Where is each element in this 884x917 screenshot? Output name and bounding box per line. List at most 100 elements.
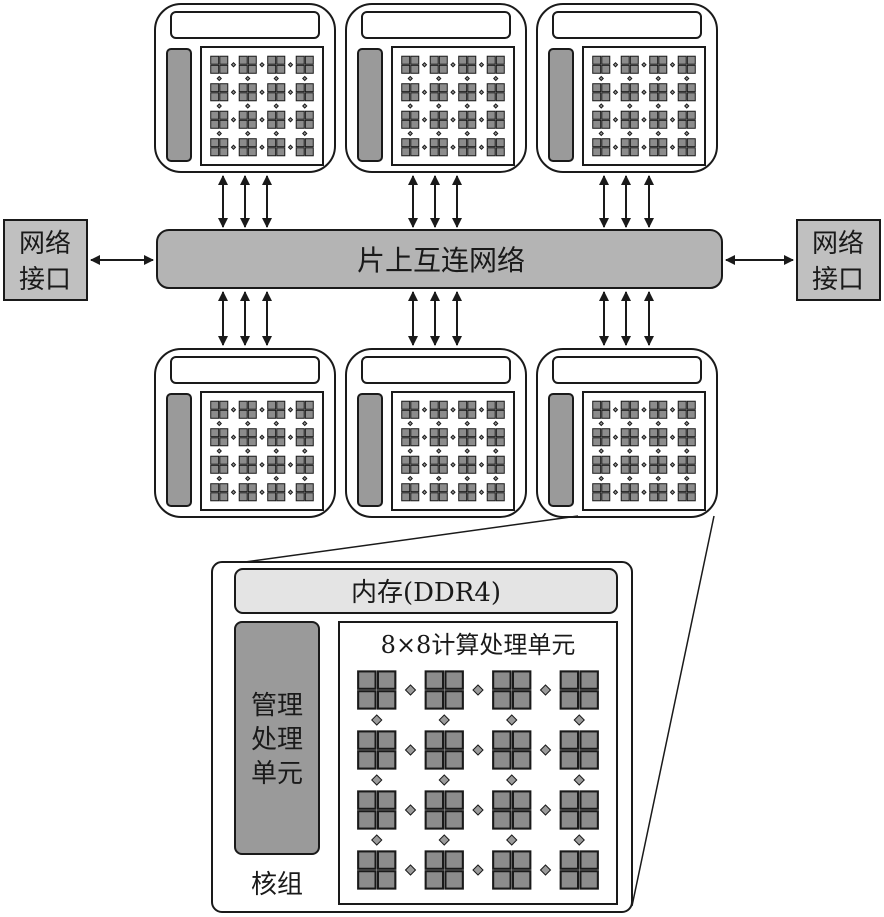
small-cpe-square	[401, 483, 411, 493]
small-cpe-square	[658, 464, 668, 474]
small-cluster	[486, 138, 505, 157]
detail-link-node	[506, 834, 518, 846]
small-cpe-square	[304, 455, 314, 465]
small-cpe-square	[438, 138, 448, 148]
small-link-node	[230, 434, 237, 440]
small-cluster	[458, 428, 477, 447]
small-cpe-square	[592, 437, 602, 447]
small-cpe-square	[467, 92, 477, 102]
detail-cluster	[492, 670, 532, 710]
small-cpe-square	[429, 119, 439, 129]
small-cpe-square	[410, 147, 420, 157]
detail-cpe-square	[511, 690, 532, 710]
small-cpe-square	[495, 464, 505, 474]
small-cpe-square	[276, 492, 286, 502]
small-cpe-square	[467, 492, 477, 502]
small-cpe-square	[629, 64, 639, 74]
small-link-node	[407, 448, 413, 454]
detail-cluster	[357, 790, 397, 830]
small-cpe-square	[238, 455, 248, 465]
small-link-node	[655, 448, 661, 454]
cpe-grid-detail	[357, 670, 599, 890]
small-cpe-square	[467, 138, 477, 148]
core-group-memory-box	[552, 356, 702, 384]
detail-cluster	[424, 670, 464, 710]
small-cluster	[458, 483, 477, 502]
core-group	[345, 348, 527, 518]
small-cpe-square	[247, 400, 257, 410]
small-cpe-square	[620, 147, 630, 157]
small-cpe-square	[247, 138, 257, 148]
small-cpe-square	[495, 147, 505, 157]
management-processing-unit-label-line2: 处理	[251, 725, 303, 755]
detail-cpe-square	[444, 810, 464, 830]
small-link-node	[478, 117, 485, 123]
small-cpe-square	[677, 92, 687, 102]
small-cpe-square	[238, 492, 248, 502]
small-cpe-square	[592, 400, 602, 410]
small-link-node	[655, 130, 661, 137]
small-cluster	[677, 455, 696, 474]
small-cluster	[429, 138, 448, 157]
small-link-node	[627, 448, 633, 454]
small-link-node	[259, 62, 265, 68]
memory-ddr4-box	[234, 568, 618, 614]
detail-cluster	[357, 850, 397, 890]
small-cpe-square	[658, 483, 668, 493]
small-cpe-square	[601, 119, 611, 129]
small-cpe-square	[658, 119, 668, 129]
small-link-node	[669, 62, 676, 68]
small-cpe-square	[658, 437, 668, 447]
detail-cpe-square	[376, 790, 397, 810]
detail-cpe-square	[444, 670, 464, 690]
small-cpe-square	[467, 110, 477, 120]
small-cpe-square	[592, 409, 602, 419]
small-cpe-square	[401, 437, 411, 447]
small-cpe-square	[601, 92, 611, 102]
small-cpe-square	[267, 83, 277, 93]
detail-link-node	[506, 714, 518, 726]
small-cpe-square	[629, 483, 639, 493]
small-cpe-square	[238, 147, 248, 157]
detail-cpe-square	[511, 750, 532, 770]
core-group-label: 核组	[251, 870, 303, 900]
small-cpe-square	[658, 83, 668, 93]
small-cpe-square	[620, 64, 630, 74]
small-cluster	[677, 428, 696, 447]
small-cpe-square	[486, 64, 496, 74]
detail-cpe-square	[511, 870, 532, 890]
small-link-node	[612, 144, 619, 150]
small-link-node	[684, 75, 690, 82]
small-cpe-square	[495, 455, 505, 465]
small-cpe-square	[219, 437, 229, 447]
small-cpe-square	[658, 455, 668, 465]
small-cluster	[401, 83, 420, 102]
small-cpe-square	[429, 55, 439, 65]
small-cpe-square	[495, 409, 505, 419]
small-link-node	[464, 448, 470, 454]
small-cluster	[458, 110, 477, 129]
small-cpe-square	[276, 64, 286, 74]
small-cpe-square	[210, 492, 220, 502]
small-cpe-square	[686, 492, 696, 502]
small-cpe-square	[295, 64, 305, 74]
small-cpe-square	[601, 64, 611, 74]
detail-link-node	[506, 774, 518, 786]
small-cpe-square	[458, 428, 468, 438]
vertical-arrows	[218, 175, 654, 346]
detail-link-node	[539, 864, 552, 876]
on-chip-network-bar	[156, 229, 723, 289]
small-cpe-square	[238, 55, 248, 65]
small-cluster	[267, 110, 286, 129]
small-cpe-square	[210, 119, 220, 129]
small-cpe-square	[238, 428, 248, 438]
small-cluster	[649, 455, 668, 474]
small-cluster	[238, 400, 257, 419]
small-cpe-square	[620, 409, 630, 419]
small-link-node	[273, 420, 279, 427]
small-cpe-square	[677, 64, 687, 74]
small-cpe-square	[304, 409, 314, 419]
small-link-node	[287, 434, 294, 440]
small-link-node	[421, 407, 428, 413]
small-cpe-square	[686, 400, 696, 410]
